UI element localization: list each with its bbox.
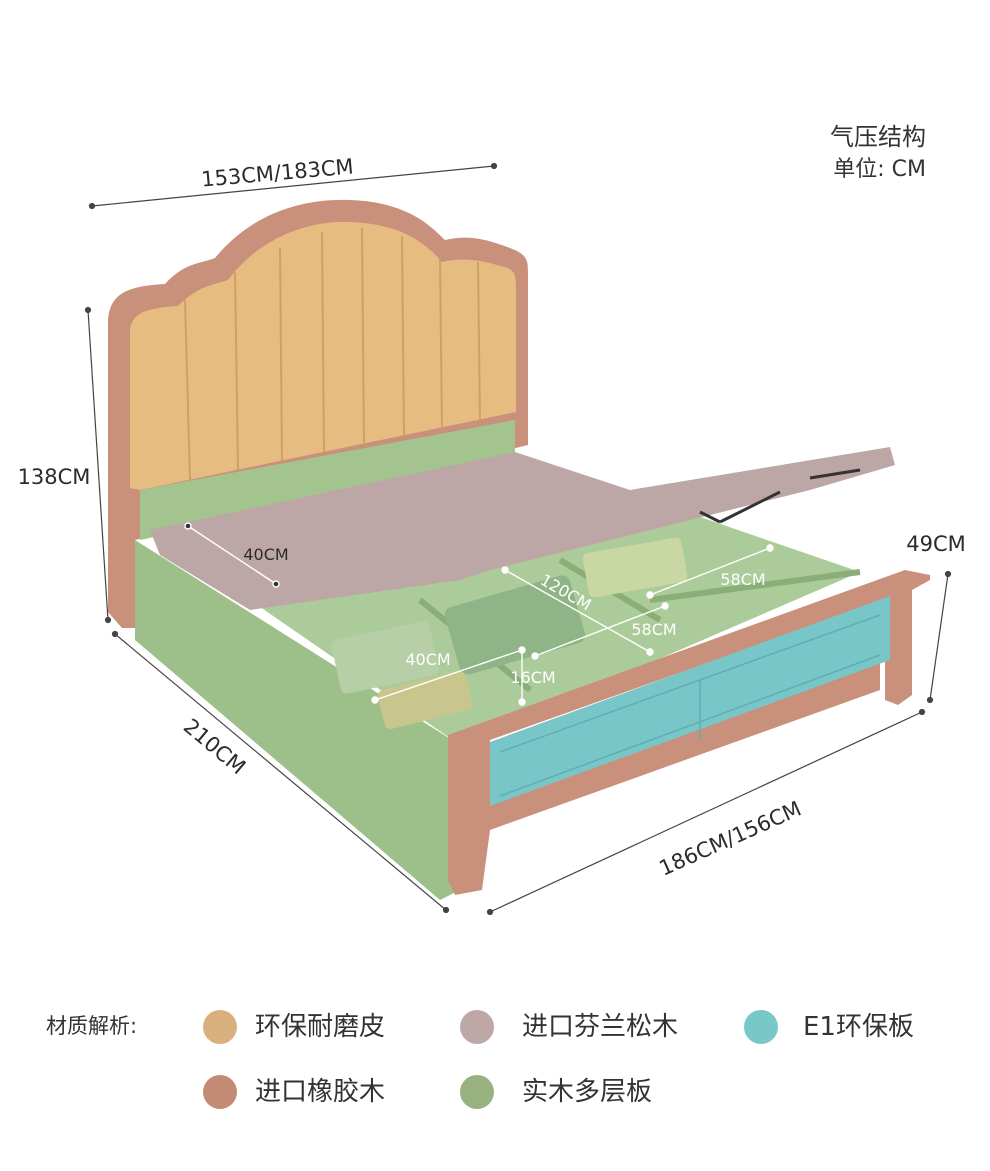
- stored-pillow: [377, 670, 473, 730]
- dimension-lines: [84, 162, 952, 916]
- inner-dimension-lines: [184, 522, 774, 706]
- legend-swatch-multilayer: [460, 1075, 494, 1109]
- stored-box: [582, 537, 688, 598]
- left-compartment-label: 40CM: [405, 650, 450, 669]
- legend-label-pine: 进口芬兰松木: [522, 1012, 679, 1042]
- base-width-label: 186CM/156CM: [655, 797, 804, 881]
- legend-swatch-rubberwood: [203, 1075, 237, 1109]
- structure-title: 气压结构: [830, 123, 926, 151]
- legend-label-leather: 环保耐磨皮: [255, 1012, 386, 1042]
- cushion-channels: [184, 227, 481, 481]
- legend-label-multilayer: 实木多层板: [522, 1077, 653, 1107]
- pine-bed-board: [150, 447, 895, 610]
- panel-grooves: [499, 614, 881, 797]
- stored-textile: [331, 621, 439, 694]
- legend-label-e1: E1环保板: [803, 1012, 914, 1042]
- header: 气压结构 单位: CM: [830, 120, 926, 186]
- e1-footboard-panel: [490, 596, 890, 806]
- footboard-height-label: 49CM: [906, 532, 966, 556]
- gas-strut: [699, 468, 861, 524]
- head-panel-depth-label: 40CM: [243, 545, 288, 564]
- legend-title: 材质解析:: [46, 1014, 138, 1038]
- right-compartment-bottom-label: 58CM: [631, 620, 676, 639]
- total-height-label: 138CM: [18, 465, 91, 489]
- side-rail: [135, 540, 460, 900]
- headboard-base: [140, 420, 515, 540]
- legend-swatch-e1: [744, 1010, 778, 1044]
- right-compartment-top-label: 58CM: [720, 570, 765, 589]
- headboard-width-label: 153CM/183CM: [200, 154, 354, 191]
- legend-swatch-pine: [460, 1010, 494, 1044]
- legend-label-rubberwood: 进口橡胶木: [255, 1077, 386, 1107]
- legend-swatch-leather: [203, 1010, 237, 1044]
- bed-illustration: 153CM/183CM 138CM 210CM 49CM 186CM/156CM…: [18, 154, 966, 916]
- divider-label: 16CM: [510, 668, 555, 687]
- unit-label: 单位: CM: [833, 157, 926, 182]
